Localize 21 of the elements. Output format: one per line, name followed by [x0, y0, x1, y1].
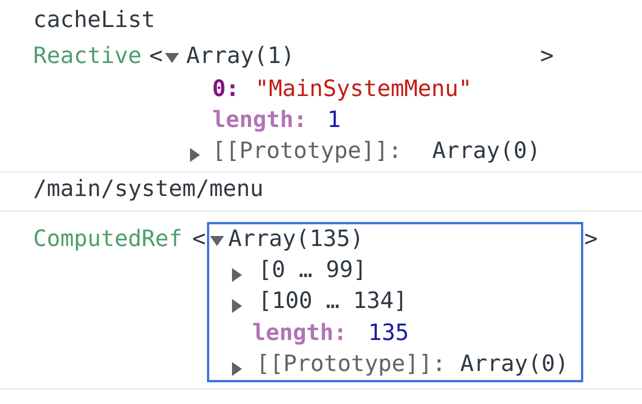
- property-value: 135: [370, 323, 408, 340]
- property-key: 0:: [214, 79, 234, 96]
- index-range: [100 … 134]: [263, 290, 402, 311]
- property-value: Array(0): [432, 140, 536, 163]
- property-key: [[Prototype]]:: [261, 354, 440, 376]
- array-summary: Array(135): [228, 228, 359, 251]
- property-key: [[Prototype]]:: [217, 140, 396, 163]
- type-name: ComputedRef: [34, 228, 180, 251]
- property-value: Array(0): [460, 354, 564, 376]
- property-value: "MainSystemMenu": [258, 78, 468, 101]
- variable-name: cacheList: [35, 10, 153, 28]
- type-name: Reactive: [34, 46, 140, 64]
- index-range: [0 … 99]: [263, 260, 362, 280]
- highlight-box: [207, 222, 584, 382]
- array-summary: Array(1): [186, 46, 290, 68]
- property-key: length:: [253, 322, 342, 345]
- property-key: length:: [213, 110, 302, 132]
- property-value: 1: [330, 110, 340, 127]
- route-path: /main/system/menu: [34, 178, 262, 201]
- bracket: <: [150, 50, 162, 62]
- bracket: >: [541, 50, 553, 62]
